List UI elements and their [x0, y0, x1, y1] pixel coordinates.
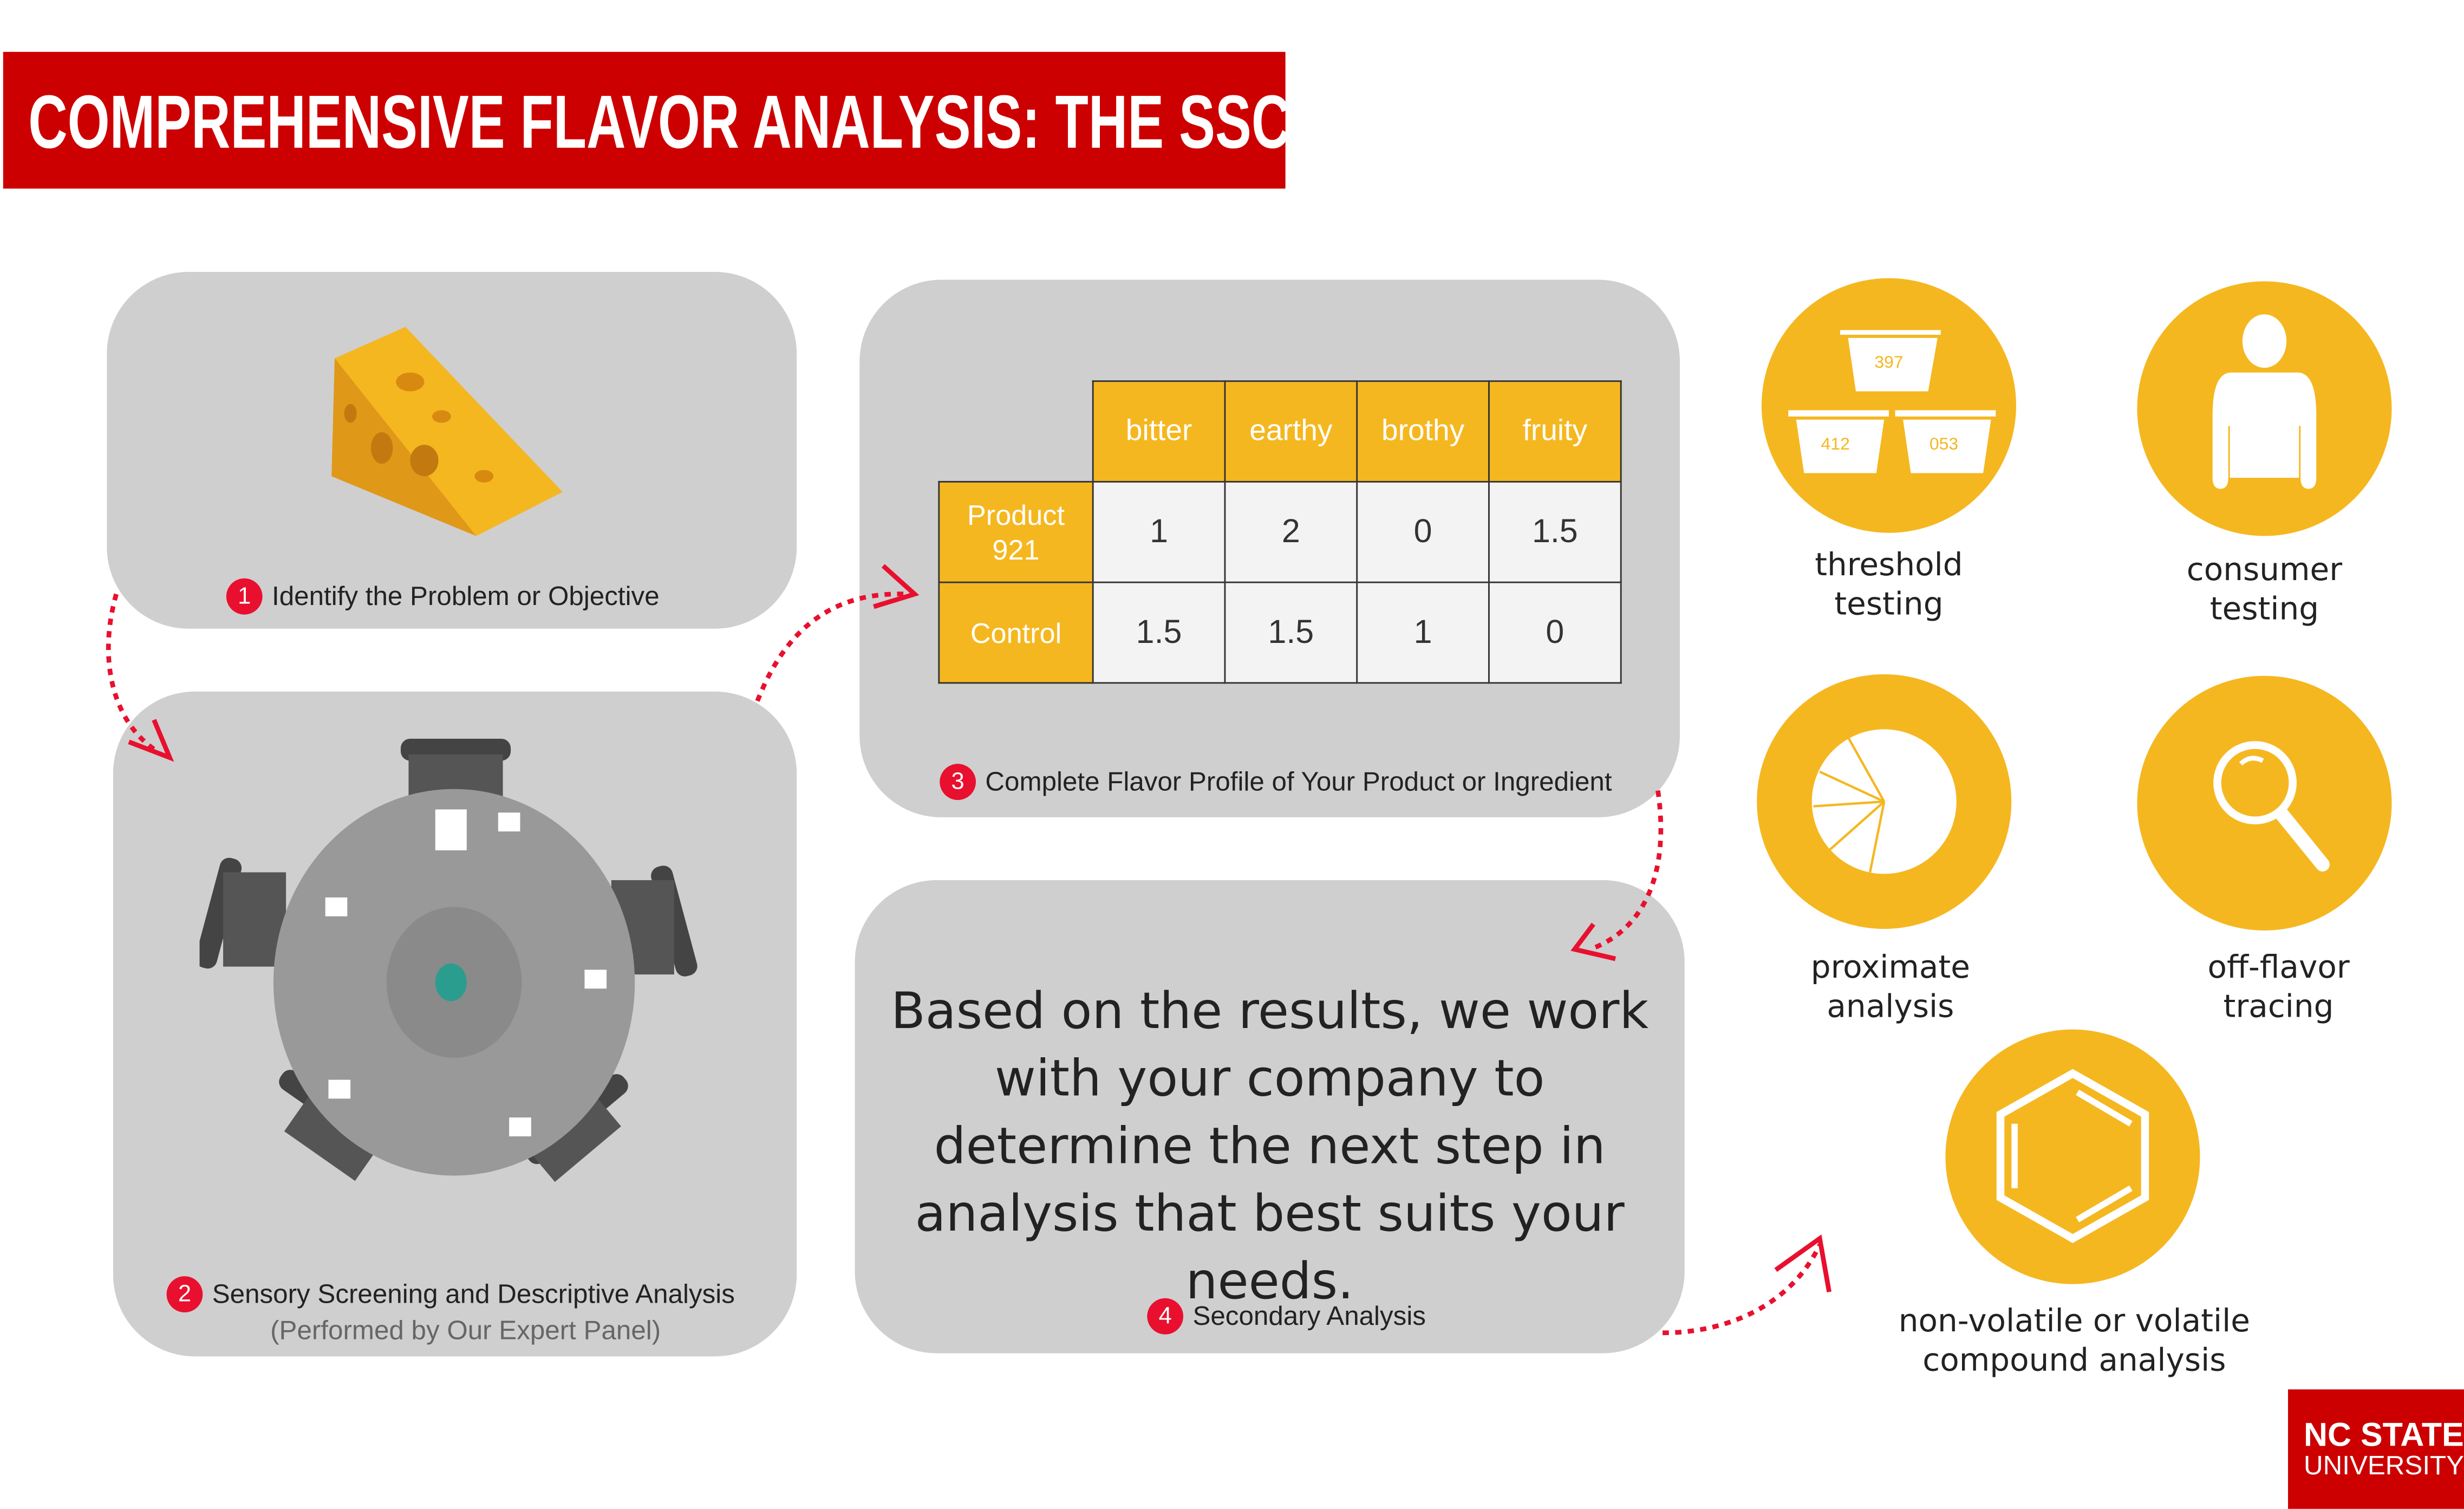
step-title: Sensory Screening and Descriptive Analys…	[212, 1278, 735, 1309]
row-header: Product 921	[938, 480, 1094, 583]
label-line: testing	[1834, 584, 1944, 623]
flavor-profile-table: bitter earthy brothy fruity Product 921 …	[938, 380, 1622, 684]
row-header: Control	[938, 581, 1094, 684]
sample-cups-icon: 397 412 053	[1788, 330, 1996, 473]
label-line: off-flavor	[2207, 947, 2350, 986]
cup-code: 053	[1930, 434, 1958, 453]
table-cell: 1.5	[1488, 480, 1622, 583]
consumer-testing-circle	[2137, 281, 2392, 536]
step-3-label: 3 Complete Flavor Profile of Your Produc…	[940, 764, 1612, 801]
cup-code: 412	[1821, 434, 1850, 453]
threshold-testing-circle: 397 412 053	[1761, 278, 2017, 533]
label-line: threshold	[1815, 545, 1963, 583]
step-number-badge: 3	[940, 764, 976, 801]
benzene-ring-icon	[1996, 1069, 2149, 1243]
table-row: Control 1.5 1.5 1 0	[938, 581, 1622, 684]
label-line: tracing	[2223, 987, 2334, 1025]
table-cell: 0	[1488, 581, 1622, 684]
label-line: consumer	[2186, 550, 2343, 588]
cup-code: 397	[1874, 352, 1903, 372]
table-row: Product 921 1 2 0 1.5	[938, 480, 1622, 583]
table-cell: 1	[1356, 581, 1490, 684]
off-flavor-tracing-circle	[2137, 675, 2392, 931]
step-1-label: 1 Identify the Problem or Objective	[226, 578, 660, 615]
label-line: analysis	[1827, 987, 1954, 1025]
column-header: brothy	[1356, 380, 1490, 483]
step-1-panel: 1 Identify the Problem or Objective	[107, 272, 797, 629]
table-cell: 1	[1092, 480, 1226, 583]
cheese-icon	[331, 327, 563, 536]
step-number-badge: 1	[226, 578, 263, 615]
label-line: testing	[2209, 589, 2319, 627]
table-cell: 2	[1224, 480, 1358, 583]
arrow-2-to-3	[755, 591, 909, 702]
table-cell: 1.5	[1092, 581, 1226, 684]
table-cell: 1.5	[1224, 581, 1358, 684]
magnifier-icon	[2213, 741, 2330, 872]
step-number-badge: 4	[1147, 1298, 1184, 1335]
table-header-row: bitter earthy brothy fruity	[939, 380, 1622, 483]
arrow-1-to-2	[106, 593, 159, 753]
step-title: Identify the Problem or Objective	[272, 581, 660, 611]
step-3-panel: bitter earthy brothy fruity Product 921 …	[859, 279, 1680, 817]
pie-chart-icon	[1811, 729, 1957, 874]
compound-analysis-circle	[1945, 1029, 2200, 1284]
step-title: Complete Flavor Profile of Your Product …	[985, 766, 1612, 796]
label-line: non-volatile or volatile	[1898, 1301, 2250, 1339]
step-4-panel: Based on the results, we work with your …	[855, 880, 1685, 1354]
step-2-panel: 2 Sensory Screening and Descriptive Anal…	[113, 691, 797, 1357]
page-title: COMPREHENSIVE FLAVOR ANALYSIS: THE SSC P…	[28, 81, 1572, 165]
arrow-3-to-4	[1589, 790, 1664, 952]
round-table-illustration	[199, 738, 698, 1182]
logo-line: NC STATE	[2304, 1417, 2464, 1454]
label-line: proximate	[1810, 947, 1970, 986]
arrow-4-to-analyses	[1663, 1244, 1822, 1336]
secondary-analysis-text: Based on the results, we work with your …	[891, 980, 1649, 1311]
column-header: fruity	[1488, 380, 1622, 483]
step-number-badge: 2	[166, 1276, 203, 1313]
proximate-analysis-circle	[1757, 674, 2012, 929]
step-4-label: 4 Secondary Analysis	[1147, 1298, 1426, 1335]
step-title: Secondary Analysis	[1192, 1300, 1426, 1331]
table-cell: 0	[1356, 480, 1490, 583]
label-line: compound analysis	[1922, 1341, 2226, 1378]
column-header: earthy	[1224, 380, 1358, 483]
logo-line: UNIVERSITY	[2304, 1451, 2464, 1481]
step-subtitle: (Performed by Our Expert Panel)	[270, 1315, 661, 1345]
title-banner: COMPREHENSIVE FLAVOR ANALYSIS: THE SSC P…	[3, 51, 1572, 189]
nc-state-logo: NC STATE UNIVERSITY	[2288, 1389, 2464, 1509]
column-header: bitter	[1092, 380, 1226, 483]
person-icon	[2212, 314, 2317, 489]
step-2-label: 2 Sensory Screening and Descriptive Anal…	[166, 1276, 735, 1313]
